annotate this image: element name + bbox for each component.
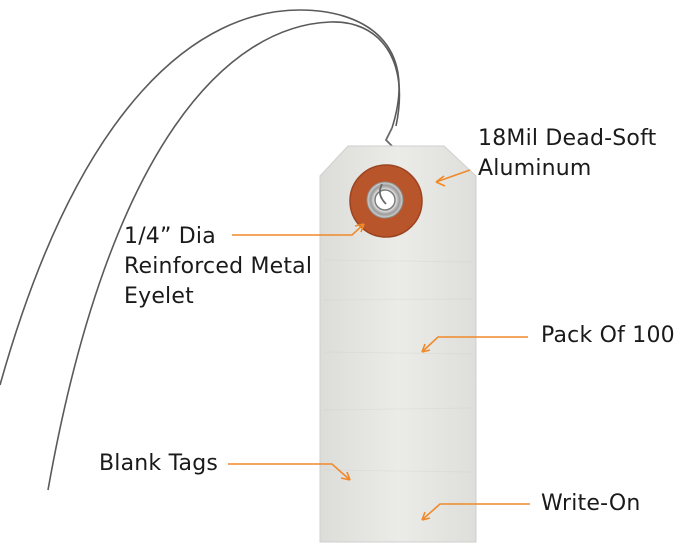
blank-tag (319, 145, 477, 543)
arrow-write (421, 503, 530, 521)
callout-eyelet: 1/4” Dia Reinforced Metal Eyelet (124, 222, 312, 312)
callout-pack-text: Pack Of 100 (541, 323, 675, 348)
arrow-eyelet (232, 223, 365, 236)
callout-eyelet-line2: Reinforced Metal (124, 254, 313, 279)
callout-aluminum-line1: 18Mil Dead-Soft (478, 126, 657, 151)
callout-eyelet-line3: Eyelet (124, 284, 194, 309)
wire-strand-right (47, 21, 401, 491)
callout-blank-text: Blank Tags (99, 451, 219, 476)
callout-eyelet-line1: 1/4” Dia (124, 224, 216, 249)
callout-pack: Pack Of 100 (541, 321, 675, 351)
wire-strand-left (0, 9, 400, 386)
callout-blank: Blank Tags (99, 449, 218, 479)
callout-aluminum-line2: Aluminum (478, 156, 592, 181)
callout-write: Write-On (541, 489, 641, 519)
callout-write-text: Write-On (541, 491, 641, 516)
callout-aluminum: 18Mil Dead-Soft Aluminum (478, 124, 656, 184)
arrow-aluminum (435, 169, 471, 183)
arrow-pack (421, 336, 528, 353)
arrow-blank (228, 463, 351, 481)
